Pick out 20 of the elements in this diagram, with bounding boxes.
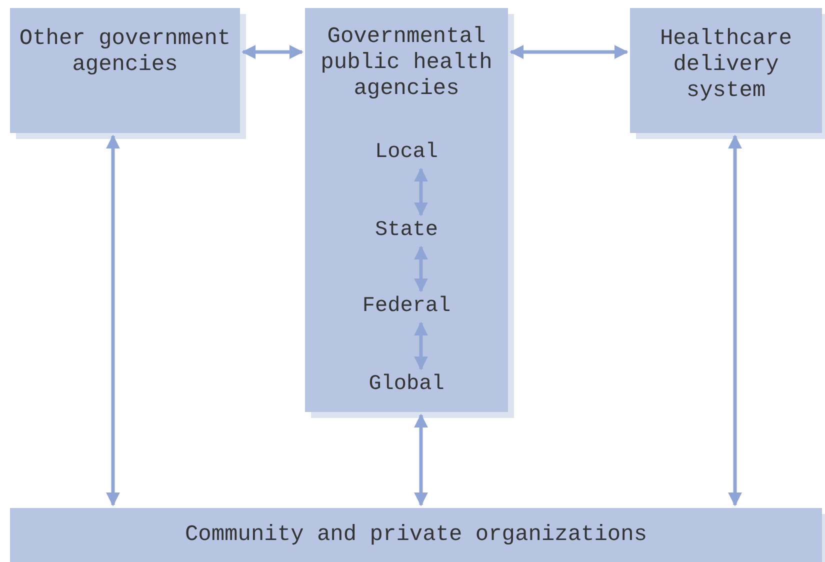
level-label: State — [374, 218, 438, 244]
level-label: Federal — [362, 294, 451, 320]
double-arrow — [414, 168, 428, 216]
double-arrow — [510, 45, 628, 59]
agency-box — [10, 8, 240, 133]
agency-box — [305, 8, 508, 412]
box-title: Governmental public health agencies — [320, 24, 494, 102]
double-arrow — [414, 322, 428, 370]
double-arrow — [242, 45, 304, 59]
double-arrow — [414, 414, 428, 506]
double-arrow — [414, 246, 428, 292]
box-title: Community and private organizations — [184, 522, 648, 548]
agency-box — [10, 508, 822, 562]
box-title: Other government agencies — [18, 26, 232, 78]
level-label: Global — [368, 372, 444, 398]
double-arrow — [106, 134, 120, 506]
level-label: Local — [374, 140, 438, 166]
agency-box — [630, 8, 822, 133]
double-arrow — [728, 134, 742, 506]
box-title: Healthcare delivery system — [658, 26, 794, 104]
